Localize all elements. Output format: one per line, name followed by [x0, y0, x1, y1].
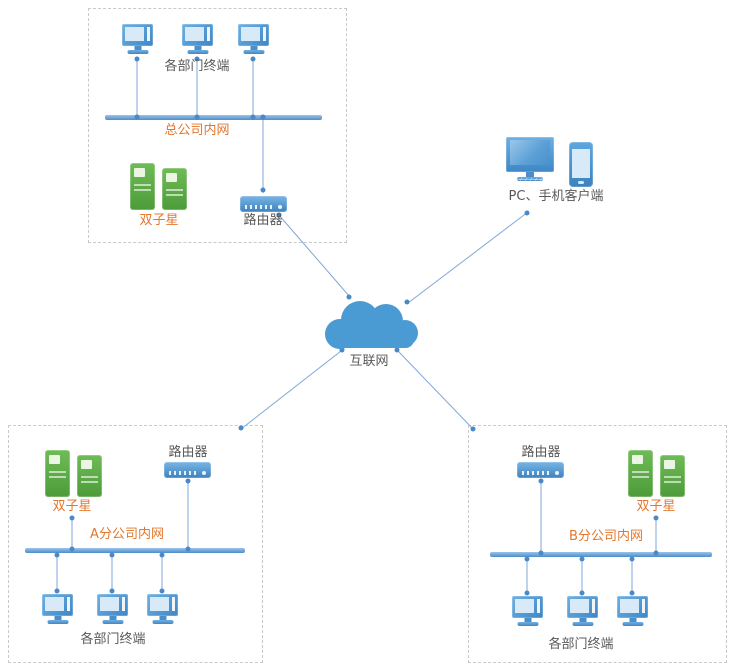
hq-intranet-bus	[105, 115, 322, 120]
pc-icon	[506, 137, 554, 172]
connector-dots	[54, 56, 659, 596]
desktop-icon	[567, 596, 598, 626]
cloud-icon	[314, 290, 424, 358]
router-icon	[240, 196, 287, 212]
branch-b-box	[468, 425, 727, 663]
desktop-icon	[617, 596, 648, 626]
router-icon	[517, 462, 564, 478]
branch-a-router-label: 路由器	[168, 445, 208, 460]
hq-router-label: 路由器	[243, 213, 283, 228]
server-icon	[77, 455, 102, 497]
branch-b-intranet-bus	[490, 552, 712, 557]
server-icon	[628, 450, 653, 497]
branch-a-servers-label: 双子星	[52, 499, 92, 514]
phone-icon	[569, 142, 593, 187]
hq-network-box	[88, 8, 347, 243]
desktop-icon	[182, 24, 213, 54]
hq-servers-label: 双子星	[139, 213, 179, 228]
hq-network-label: 总公司内网	[164, 123, 230, 138]
server-icon	[45, 450, 70, 497]
clients-label: PC、手机客户端	[508, 189, 604, 204]
server-icon	[660, 455, 685, 497]
server-icon	[162, 168, 187, 210]
internet-label: 互联网	[349, 354, 389, 369]
branch-b-terminals-label: 各部门终端	[548, 637, 614, 652]
connector-lines	[56, 57, 657, 594]
branch-b-network-label: B分公司内网	[569, 529, 643, 544]
desktop-icon	[147, 594, 178, 624]
branch-a-terminals-label: 各部门终端	[80, 632, 146, 647]
branch-a-intranet-bus	[25, 548, 245, 553]
desktop-icon	[238, 24, 269, 54]
branch-a-network-label: A分公司内网	[90, 527, 164, 542]
desktop-icon	[122, 24, 153, 54]
server-icon	[130, 163, 155, 210]
desktop-icon	[97, 594, 128, 624]
branch-b-router-label: 路由器	[521, 445, 561, 460]
branch-b-servers-label: 双子星	[636, 499, 676, 514]
hq-terminals-label: 各部门终端	[164, 59, 230, 74]
keyboard-icon	[494, 178, 548, 188]
branch-a-box	[8, 425, 263, 663]
pc-stand	[517, 172, 543, 181]
desktop-icon	[512, 596, 543, 626]
desktop-icon	[42, 594, 73, 624]
router-icon	[164, 462, 211, 478]
